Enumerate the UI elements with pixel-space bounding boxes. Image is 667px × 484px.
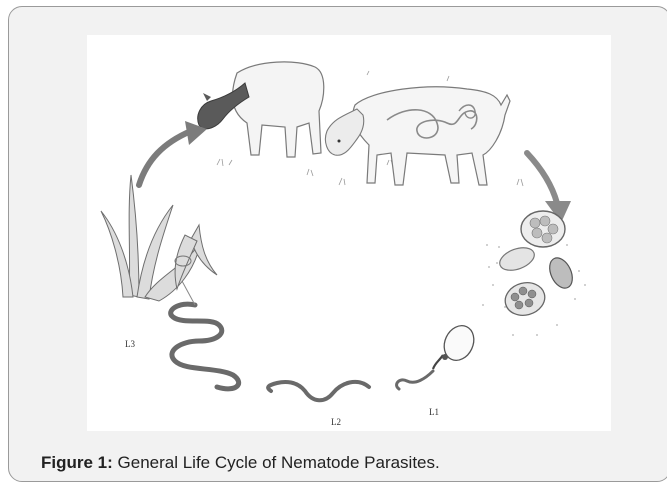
label-l3: L3 <box>125 339 135 349</box>
life-cycle-diagram: L3 L2 L1 <box>87 35 611 431</box>
label-l2: L2 <box>331 417 341 427</box>
grass-blades <box>101 175 217 301</box>
sheep-illustration <box>198 62 324 157</box>
larva-l2 <box>268 382 369 400</box>
caption-text: General Life Cycle of Nematode Parasites… <box>113 453 440 472</box>
diagram-illustration <box>87 35 611 431</box>
caption-label: Figure 1: <box>41 453 113 472</box>
eggs-in-feces <box>482 211 586 336</box>
larva-l1 <box>397 371 433 389</box>
arrow-to-host <box>139 121 207 185</box>
figure-caption: Figure 1: General Life Cycle of Nematode… <box>41 453 440 473</box>
larva-l3 <box>171 304 239 389</box>
goat-illustration <box>325 87 510 185</box>
label-l1: L1 <box>429 407 439 417</box>
figure-card: L3 L2 L1 Figure 1: General Life Cycle of… <box>8 6 667 482</box>
hatching-egg <box>433 321 479 369</box>
